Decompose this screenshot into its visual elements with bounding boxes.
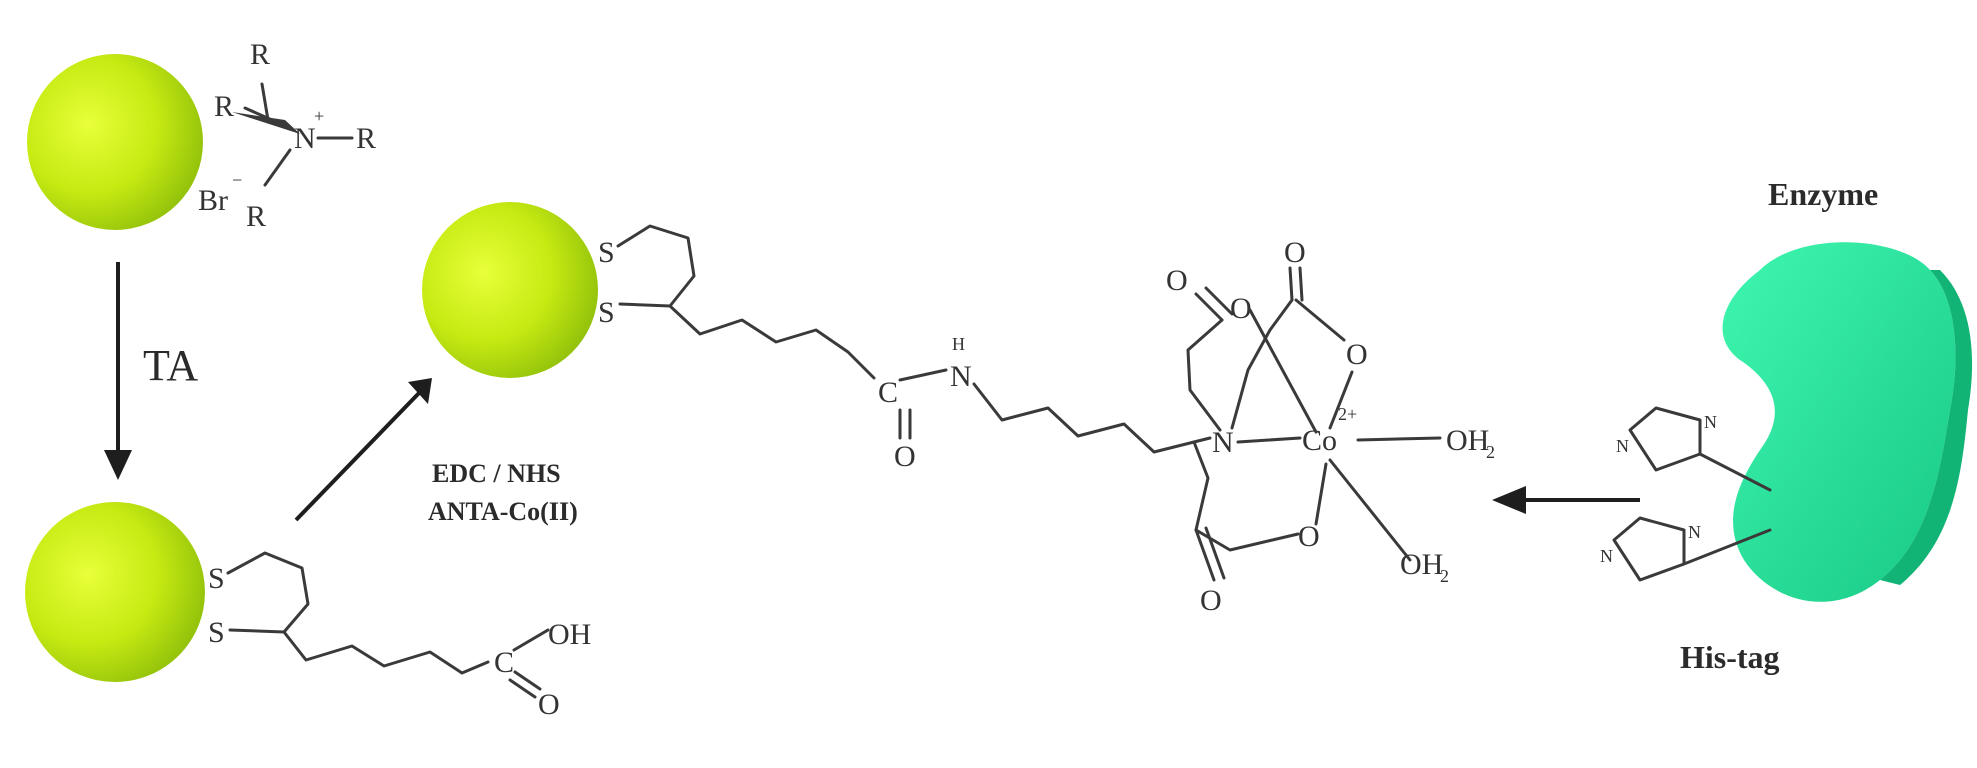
r-left: R [214,90,234,123]
sulfur-bottom: S [208,616,225,649]
ring2-n-top: N [1688,522,1701,542]
ammonium-plus: + [314,106,324,126]
acid-carbonyl-o: O [538,688,560,721]
step-label-ta: TA [143,341,198,390]
carboxyl-o-5: O [1200,584,1222,617]
amide-h: H [952,334,965,354]
sulfur-top: S [208,562,225,595]
cobalt-charge: 2+ [1338,404,1357,424]
carboxyl-o-4: O [1346,338,1368,371]
r-right: R [356,122,376,155]
bromide-minus: − [232,170,242,190]
water-ligand-1: OH [1446,424,1489,457]
particle-lipoic-acid-stage: S S C OH O [25,502,591,721]
sulfur-2-top: S [598,236,615,269]
amide-n: N [950,360,972,393]
chelate-n: N [1212,426,1234,459]
histidine-ring-1: N N [1616,406,1772,492]
r-top: R [250,38,270,71]
nanoparticle-1 [27,54,203,230]
sulfur-2-bottom: S [598,296,615,329]
ring1-n-top: N [1704,412,1717,432]
ammonium-n: N [294,122,316,155]
water-ligand-2-sub: 2 [1440,566,1449,586]
amide-carbon: C [878,376,898,409]
reagent-line-1: EDC / NHS [432,459,561,488]
ring2-n-left: N [1600,546,1613,566]
carboxyl-o-2: O [1230,292,1252,325]
enzyme-label: Enzyme [1768,176,1878,212]
r-bottom: R [246,200,266,233]
histidine-ring-2: N N [1600,516,1772,582]
amide-o: O [894,440,916,473]
histag-label: His-tag [1680,639,1780,675]
nanoparticle-3 [25,502,205,682]
bromide-br: Br [198,184,228,217]
acid-oh: OH [548,618,591,651]
cobalt: Co [1302,424,1337,457]
water-ligand-2: OH [1400,548,1443,581]
particle-ammonium-stage: R R N + R Br − R [27,38,376,233]
arrow-down-ta: TA [104,262,198,480]
enzyme-shape [1722,242,1956,602]
water-ligand-1-sub: 2 [1486,442,1495,462]
carboxyl-o-6: O [1298,520,1320,553]
reagent-line-2: ANTA-Co(II) [428,497,578,526]
acid-carbon: C [494,646,514,679]
carboxyl-o-3: O [1284,236,1306,269]
enzyme-group: Enzyme His-tag N N N N [1600,176,1973,675]
nanoparticle-2 [422,202,598,378]
arrow-left-binding [1492,486,1640,514]
enzyme-side [1880,270,1973,585]
carboxyl-o-1: O [1166,264,1188,297]
ammonium-bonds [232,82,354,187]
ring1-n-left: N [1616,436,1629,456]
arrow-diagonal-edc: EDC / NHS ANTA-Co(II) [294,378,578,526]
particle-anta-co-stage: S S C O N H N Co 2+ OH 2 OH 2 O O O O [422,202,1495,617]
